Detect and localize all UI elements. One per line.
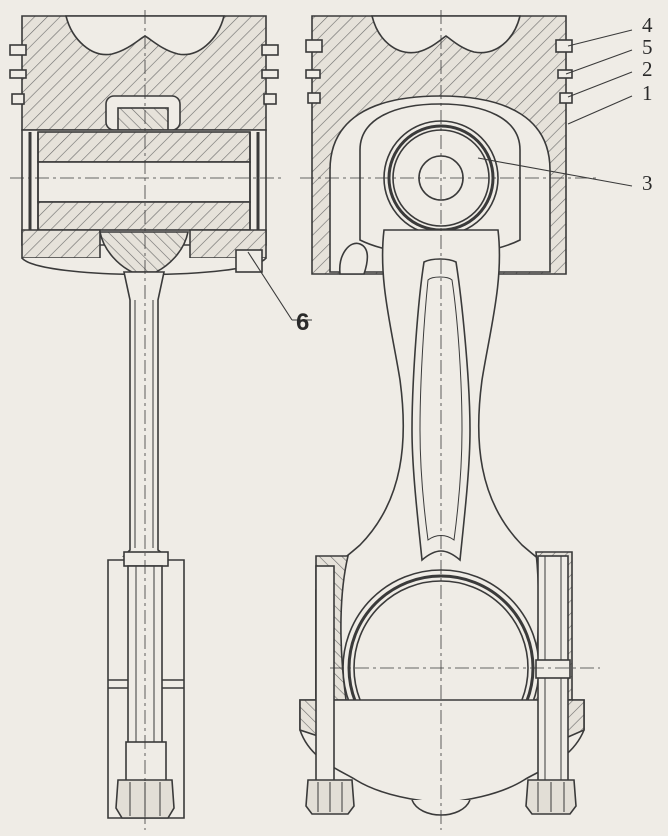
callout-2: 2 (642, 57, 653, 81)
callout-labels: 4 5 2 1 3 6 (296, 13, 653, 336)
side-ring-groove-r3 (263, 93, 277, 105)
callout-3: 3 (642, 171, 653, 195)
side-ring-groove-l3 (11, 93, 25, 105)
side-piston-base (21, 229, 101, 259)
side-gudgeon-pin-top (37, 131, 251, 163)
side-gudgeon-pin-bottom (37, 201, 251, 231)
callout-6: 6 (296, 309, 309, 336)
front-view (299, 10, 600, 830)
front-ring-groove-3 (559, 92, 573, 104)
front-rod-bolt-left (315, 565, 335, 791)
callout-5: 5 (642, 35, 653, 59)
callout-1: 1 (642, 81, 653, 105)
side-ring-groove-l2 (9, 69, 27, 79)
side-ring-groove-l1 (9, 44, 27, 56)
front-ring-groove-1 (555, 39, 573, 53)
callout-4: 4 (642, 13, 653, 37)
side-ring-groove-r2 (261, 69, 279, 79)
side-view (9, 10, 285, 830)
side-ring-groove-r1 (261, 44, 279, 56)
front-ring-groove-2 (557, 69, 573, 79)
leader-lines (247, 29, 633, 321)
side-gudgeon-pin-bore (37, 161, 251, 203)
